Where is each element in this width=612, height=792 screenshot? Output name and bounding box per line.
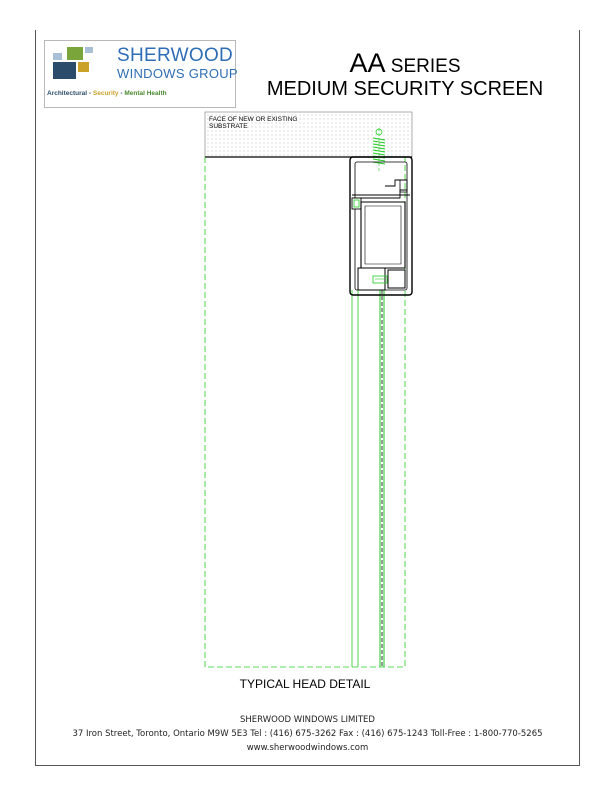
gasket-bottom [372,275,388,284]
tagline-security: Security [92,90,119,97]
tagline-separator: - [87,90,93,97]
page-frame-bottom [35,765,580,766]
series-code: AA [349,48,386,78]
screen-extrusion [360,201,406,269]
tagline-separator: - [118,90,125,97]
logo-square-green [67,47,83,60]
page-frame-right [579,30,580,765]
logo-square-gold [78,62,89,72]
logo-tagline: Architectural - Security - Mental Health [47,90,167,97]
opening-outline [204,157,406,668]
logo-square-navy [53,62,76,79]
substrate-label-line-2: SUBSTRATE [209,123,248,130]
mesh-retainer [357,267,386,291]
logo-company-subtitle: WINDOWS GROUP [117,66,238,81]
head-frame-inner [354,161,408,291]
tagline-mental-health: Mental Health [124,90,167,97]
series-title: AA SERIES [245,48,565,79]
product-subtitle: MEDIUM SECURITY SCREEN [266,78,544,100]
logo-company-name: SHERWOOD [117,45,234,66]
company-logo: SHERWOOD WINDOWS GROUP Architectural - S… [44,40,238,108]
retainer-chamber [387,269,406,289]
logo-square-lightblue-left [53,53,62,60]
head-detail-drawing: FACE OF NEW OR EXISTING SUBSTRATE [204,111,413,668]
substrate-label-line-1: FACE OF NEW OR EXISTING [209,116,297,123]
page-frame-left [35,30,36,765]
footer-address: 37 Iron Street, Toronto, Ontario M9W 5E3… [72,729,543,739]
screen-extrusion-inner [364,205,402,265]
logo-square-lightblue-top [85,47,93,53]
tagline-architectural: Architectural [47,90,88,97]
head-frame-outer [349,156,413,296]
head-frame-lip [352,179,410,199]
gasket-top-green [353,199,360,208]
series-label: SERIES [385,56,461,77]
footer-website[interactable]: www.sherwoodwindows.com [246,743,369,753]
footer-company: SHERWOOD WINDOWS LIMITED [240,715,375,725]
detail-title: TYPICAL HEAD DETAIL [239,677,371,691]
frame-nub [399,179,408,193]
